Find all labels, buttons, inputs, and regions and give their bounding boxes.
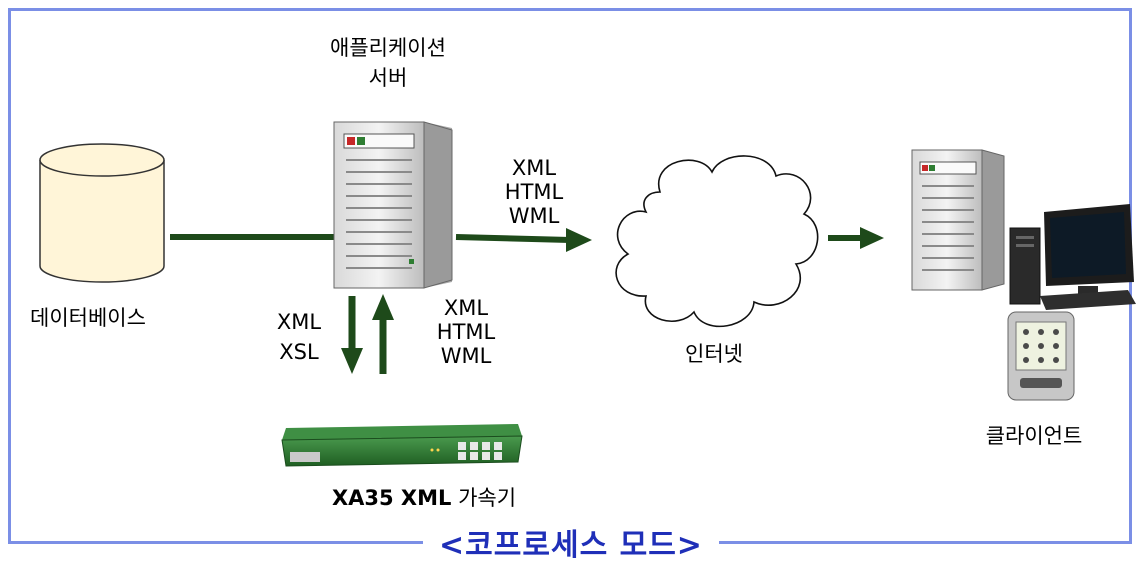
accelerator-suffix: 가속기 [458,486,517,510]
down-arrow [341,296,363,374]
output-formats-label: XML HTML WML [504,156,564,228]
down-formats-label: XML XSL [276,310,322,364]
internet-label: 인터넷 [685,342,743,366]
client-label: 클라이언트 [985,424,1083,448]
accelerator-icon [281,424,523,467]
app-server-label: 애플리케이션 서버 [330,36,446,90]
up-formats-label: XML HTML WML [436,296,496,368]
pda-icon [1007,311,1075,401]
desktop-computer-icon [1009,204,1136,310]
database-icon [39,143,165,283]
database-label: 데이터베이스 [30,306,146,330]
internet-to-client-arrow [828,227,884,249]
client-server-icon [911,149,1005,291]
server-to-internet-arrow [455,228,592,252]
app-server-icon [333,121,453,289]
accelerator-label: XA35 XML 가속기 [314,486,534,510]
accelerator-model: XA35 XML [331,486,452,510]
up-arrow [372,294,394,374]
internet-cloud-icon [615,155,819,328]
diagram-caption: <코프로세스 모드> [423,526,719,566]
